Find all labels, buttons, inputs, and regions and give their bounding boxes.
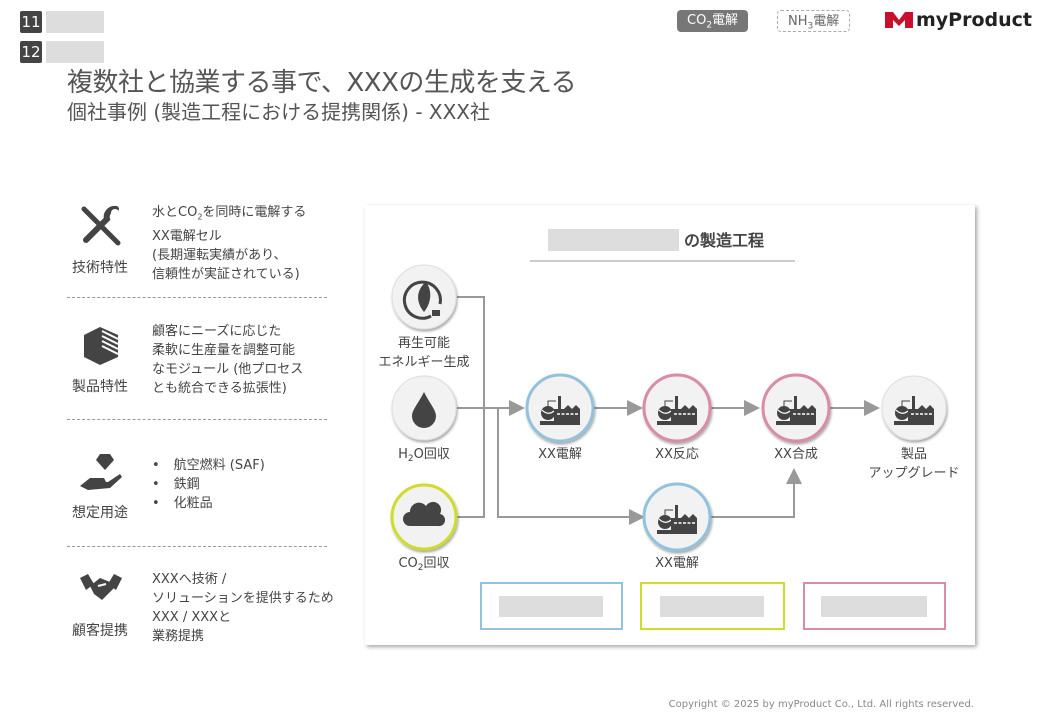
node-label: 製品 <box>901 447 927 462</box>
module-icon <box>84 327 119 365</box>
node-label: H2O回収 <box>398 447 450 464</box>
feature-description: 水とCO2を同時に電解する XX電解セル (長期運転実績があり、 信頼性が実証さ… <box>152 203 306 284</box>
divider <box>67 546 327 547</box>
list-item: 鉄鋼 <box>152 475 265 494</box>
tag-sub: 2 <box>706 20 713 31</box>
logo-mark-icon <box>885 12 913 28</box>
desc-line: XX電解セル <box>152 228 222 244</box>
redacted-legend <box>660 596 764 617</box>
node-label: エネルギー生成 <box>378 355 469 370</box>
section-number-11: 11 <box>20 11 42 33</box>
tag-text: 電解 <box>813 14 840 29</box>
category-label: 想定用途 <box>72 505 128 521</box>
legend-box-blue <box>480 582 623 630</box>
connectors <box>457 296 880 525</box>
category-label: 技術特性 <box>72 260 128 276</box>
list-item: 航空燃料 (SAF) <box>152 456 265 475</box>
desc-line: (長期運転実績があり、 <box>152 247 287 263</box>
desc-line: 業務提携 <box>152 629 205 644</box>
node-label: CO2回収 <box>398 556 449 573</box>
node-label: XX反応 <box>655 447 699 462</box>
legend-box-pink <box>803 582 946 630</box>
category-label: 顧客提携 <box>72 623 128 639</box>
cloud-icon <box>403 501 446 527</box>
redacted-legend <box>821 596 927 617</box>
diagram-title: の製造工程 <box>684 231 764 250</box>
handshake-icon <box>80 574 122 600</box>
redacted-legend <box>499 596 603 617</box>
node-label: アップグレード <box>868 466 959 481</box>
tag-co2-electrolysis[interactable]: CO2電解 <box>677 10 749 32</box>
tag-text: NH <box>788 14 808 29</box>
section-number-12: 12 <box>20 41 42 63</box>
desc-line: XXXへ技術 / <box>152 572 227 587</box>
feature-description: 顧客にニーズに応じた 柔軟に生産量を調整可能 なモジュール (他プロセス とも統… <box>152 322 303 398</box>
feature-description: XXXへ技術 / ソリューションを提供するため XXX / XXXと 業務提携 <box>152 570 334 646</box>
tag-text: CO <box>687 13 707 28</box>
leaf-plug-icon <box>402 280 442 320</box>
redacted-title <box>548 229 679 251</box>
tag-text: 電解 <box>712 13 739 28</box>
copyright: Copyright © 2025 by myProduct Co., Ltd. … <box>668 699 974 710</box>
water-drop-icon <box>412 392 436 428</box>
redacted-label <box>46 41 104 63</box>
desc-line: 水とCO2を同時に電解する <box>152 205 307 222</box>
desc-line: XXX / XXXと <box>152 610 232 625</box>
node-label: XX電解 <box>655 556 699 571</box>
page-title: 複数社と協業する事で、XXXの生成を支える <box>67 68 577 98</box>
divider <box>67 297 327 298</box>
tools-icon <box>81 205 121 246</box>
desc-line: 顧客にニーズに応じた <box>152 324 282 339</box>
legend-box-lime <box>640 582 785 630</box>
desc-line: 信頼性が実証されている) <box>152 266 300 282</box>
tag-sub: 3 <box>807 21 814 32</box>
logo-text: myProduct <box>916 9 1033 31</box>
desc-line: ソリューションを提供するため <box>152 591 334 606</box>
list-item: 化粧品 <box>152 494 265 513</box>
desc-line: 柔軟に生産量を調整可能 <box>152 343 296 358</box>
logo: myProduct <box>885 9 1032 31</box>
category-label: 製品特性 <box>72 379 128 395</box>
desc-line: とも統合できる拡張性) <box>152 381 287 396</box>
node-label: 再生可能 <box>398 336 450 351</box>
node-label: XX電解 <box>538 447 582 462</box>
diamond-hand-icon <box>80 454 122 490</box>
tag-nh3-electrolysis[interactable]: NH3電解 <box>777 10 851 32</box>
redacted-label <box>46 11 104 33</box>
use-case-list: 航空燃料 (SAF) 鉄鋼 化粧品 <box>152 456 265 513</box>
node-label: XX合成 <box>774 447 818 462</box>
divider <box>67 419 327 420</box>
desc-line: なモジュール (他プロセス <box>152 362 304 377</box>
page-subtitle: 個社事例 (製造工程における提携関係) - XXX社 <box>67 100 490 124</box>
